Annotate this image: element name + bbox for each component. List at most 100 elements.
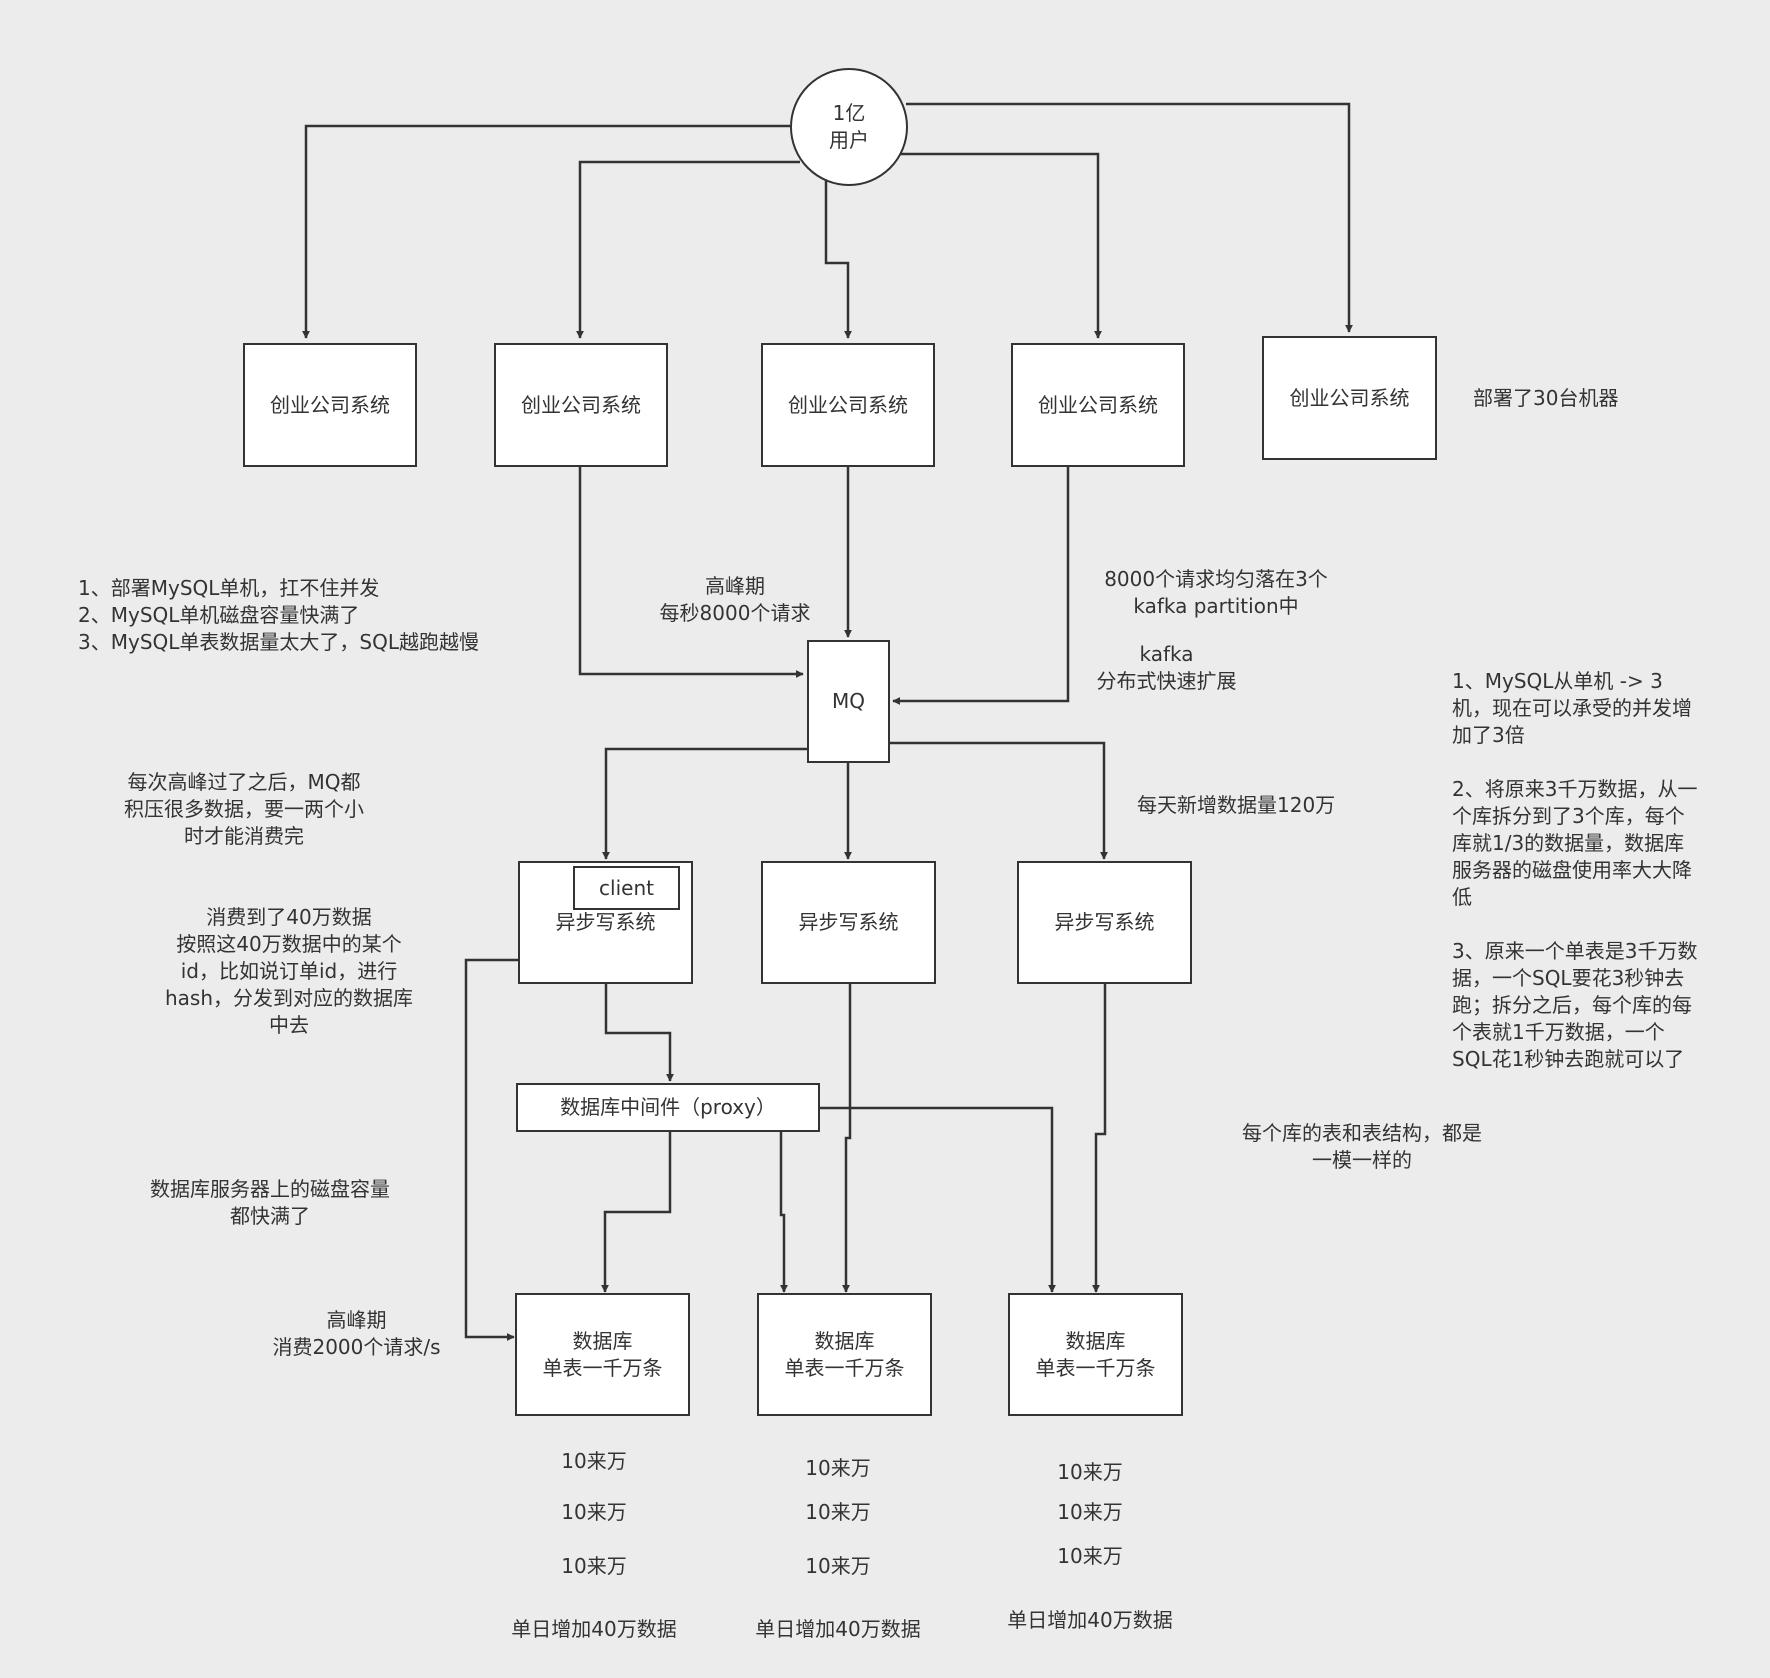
increment-total: 单日增加40万数据 bbox=[1007, 1608, 1173, 1632]
startup-system-3: 创业公司系统 bbox=[761, 343, 935, 467]
users-node: 1亿 用户 bbox=[790, 68, 908, 186]
db-1-increment: 10来万 10来万 10来万 单日增加40万数据 bbox=[490, 1448, 698, 1643]
note-line: 1、MySQL从单机 -> 3 bbox=[1452, 669, 1663, 693]
note-mysql-problems: 1、部署MySQL单机，扛不住并发 2、MySQL单机磁盘容量快满了 3、MyS… bbox=[78, 575, 479, 656]
edge-async-1-proxy bbox=[604, 981, 674, 1082]
note-line: 加了3倍 bbox=[1452, 723, 1525, 747]
note-line: id，比如说订单id，进行 bbox=[180, 959, 398, 983]
note-line: kafka bbox=[1139, 642, 1194, 666]
edge-proxy-db-3 bbox=[818, 1106, 1056, 1293]
db-3-increment: 10来万 10来万 10来万 单日增加40万数据 bbox=[986, 1459, 1194, 1634]
note-line: 3、MySQL单表数据量太大了，SQL越跑越慢 bbox=[78, 630, 479, 654]
proxy-label: 数据库中间件（proxy） bbox=[560, 1095, 776, 1119]
note-line: hash，分发到对应的数据库 bbox=[164, 986, 414, 1010]
edge-mq-async-3 bbox=[887, 741, 1108, 860]
mq-label: MQ bbox=[832, 689, 865, 713]
async-writer-label: 异步写系统 bbox=[555, 910, 656, 934]
note-benefits: 1、MySQL从单机 -> 3 机，现在可以承受的并发增 加了3倍 2、将原来3… bbox=[1452, 668, 1697, 1073]
edge-mq-async-1 bbox=[602, 747, 809, 860]
client-label: client bbox=[599, 875, 654, 900]
increment-row: 10来万 bbox=[1057, 1544, 1123, 1568]
note-line: 8000个请求均匀落在3个 bbox=[1104, 567, 1328, 591]
note-line: 高峰期 bbox=[705, 574, 765, 598]
database-label: 数据库 bbox=[814, 1328, 875, 1353]
note-line: 服务器的磁盘使用率大大降 bbox=[1452, 858, 1692, 882]
note-line: 3、原来一个单表是3千万数 bbox=[1452, 939, 1698, 963]
note-line: 消费到了40万数据 bbox=[206, 905, 372, 929]
increment-row: 10来万 bbox=[1057, 1500, 1123, 1524]
async-writer-3: 异步写系统 bbox=[1017, 861, 1192, 984]
edge-proxy-db-2 bbox=[779, 1129, 788, 1293]
async-writer-2: 异步写系统 bbox=[761, 861, 936, 984]
async-writer-label: 异步写系统 bbox=[798, 910, 899, 934]
startup-system-5: 创业公司系统 bbox=[1262, 336, 1437, 460]
note-line: 按照这40万数据中的某个 bbox=[176, 932, 402, 956]
note-line: 每秒8000个请求 bbox=[659, 601, 811, 625]
users-count: 1亿 bbox=[832, 101, 866, 125]
note-line: 每次高峰过了之后，MQ都 bbox=[127, 770, 361, 794]
note-line: 1、部署MySQL单机，扛不住并发 bbox=[78, 576, 380, 600]
note-line: 库就1/3的数据量，数据库 bbox=[1452, 831, 1685, 855]
increment-row: 10来万 bbox=[805, 1456, 871, 1480]
edge-users-system-5 bbox=[906, 102, 1353, 333]
note-line: 积压很多数据，要一两个小 bbox=[124, 797, 364, 821]
note-line: 个库拆分到了3个库，每个 bbox=[1452, 804, 1685, 828]
db-2-increment: 10来万 10来万 10来万 单日增加40万数据 bbox=[734, 1455, 942, 1643]
startup-system-label: 创业公司系统 bbox=[788, 392, 908, 417]
note-line: 都快满了 bbox=[230, 1204, 310, 1228]
note-line: 一模一样的 bbox=[1312, 1148, 1412, 1172]
startup-system-label: 创业公司系统 bbox=[270, 392, 390, 417]
edge-system-2-mq bbox=[578, 466, 804, 678]
note-line: 部署了30台机器 bbox=[1473, 386, 1619, 410]
note-line: 数据库服务器上的磁盘容量 bbox=[150, 1177, 390, 1201]
database-1: 数据库 单表一千万条 bbox=[515, 1293, 690, 1416]
startup-system-1: 创业公司系统 bbox=[243, 343, 417, 467]
increment-row: 10来万 bbox=[805, 1554, 871, 1578]
note-line: kafka partition中 bbox=[1133, 594, 1299, 618]
edge-system-4-mq bbox=[892, 466, 1070, 705]
increment-total: 单日增加40万数据 bbox=[511, 1617, 677, 1641]
mq-node: MQ bbox=[807, 640, 890, 763]
note-line: 机，现在可以承受的并发增 bbox=[1452, 696, 1692, 720]
startup-system-label: 创业公司系统 bbox=[521, 392, 641, 417]
note-line: 个表就1千万数据，一个 bbox=[1452, 1020, 1665, 1044]
note-line: 中去 bbox=[269, 1013, 309, 1037]
database-capacity: 单表一千万条 bbox=[1035, 1355, 1156, 1380]
startup-system-label: 创业公司系统 bbox=[1289, 385, 1410, 410]
database-2: 数据库 单表一千万条 bbox=[757, 1293, 932, 1416]
startup-system-2: 创业公司系统 bbox=[494, 343, 668, 467]
note-line: 低 bbox=[1452, 885, 1472, 909]
users-label: 用户 bbox=[829, 128, 869, 152]
startup-system-4: 创业公司系统 bbox=[1011, 343, 1185, 467]
note-mq-backlog: 每次高峰过了之后，MQ都 积压很多数据，要一两个小 时才能消费完 bbox=[106, 769, 382, 850]
note-same-schema: 每个库的表和表结构，都是 一模一样的 bbox=[1222, 1120, 1502, 1174]
proxy-node: 数据库中间件（proxy） bbox=[516, 1083, 820, 1132]
increment-row: 10来万 bbox=[561, 1449, 627, 1473]
note-kafka-scale: kafka 分布式快速扩展 bbox=[1084, 641, 1249, 695]
edge-users-system-2 bbox=[576, 160, 800, 339]
note-line: 每个库的表和表结构，都是 bbox=[1242, 1121, 1482, 1145]
note-machines: 部署了30台机器 bbox=[1473, 385, 1618, 412]
edge-users-system-3 bbox=[824, 180, 852, 339]
edge-async-2-db-2 bbox=[842, 981, 852, 1293]
increment-row: 10来万 bbox=[561, 1500, 627, 1524]
note-peak-requests: 高峰期 每秒8000个请求 bbox=[645, 573, 825, 627]
async-writer-label: 异步写系统 bbox=[1054, 910, 1155, 934]
increment-row: 10来万 bbox=[805, 1500, 871, 1524]
note-line: 分布式快速扩展 bbox=[1096, 669, 1237, 693]
client-node: client bbox=[573, 866, 680, 910]
increment-row: 10来万 bbox=[561, 1554, 627, 1578]
database-capacity: 单表一千万条 bbox=[784, 1355, 905, 1380]
note-gap bbox=[1452, 911, 1697, 938]
database-3: 数据库 单表一千万条 bbox=[1008, 1293, 1183, 1416]
note-consume-hash: 消费到了40万数据 按照这40万数据中的某个 id，比如说订单id，进行 has… bbox=[148, 904, 430, 1039]
note-daily-new: 每天新增数据量120万 bbox=[1137, 792, 1335, 819]
edge-users-system-4 bbox=[895, 152, 1102, 339]
note-line: 2、将原来3千万数据，从一 bbox=[1452, 777, 1698, 801]
edge-users-system-1 bbox=[302, 124, 790, 339]
increment-row: 10来万 bbox=[1057, 1460, 1123, 1484]
database-capacity: 单表一千万条 bbox=[542, 1355, 663, 1380]
note-line: 2、MySQL单机磁盘容量快满了 bbox=[78, 603, 360, 627]
note-line: 每天新增数据量120万 bbox=[1137, 793, 1336, 817]
